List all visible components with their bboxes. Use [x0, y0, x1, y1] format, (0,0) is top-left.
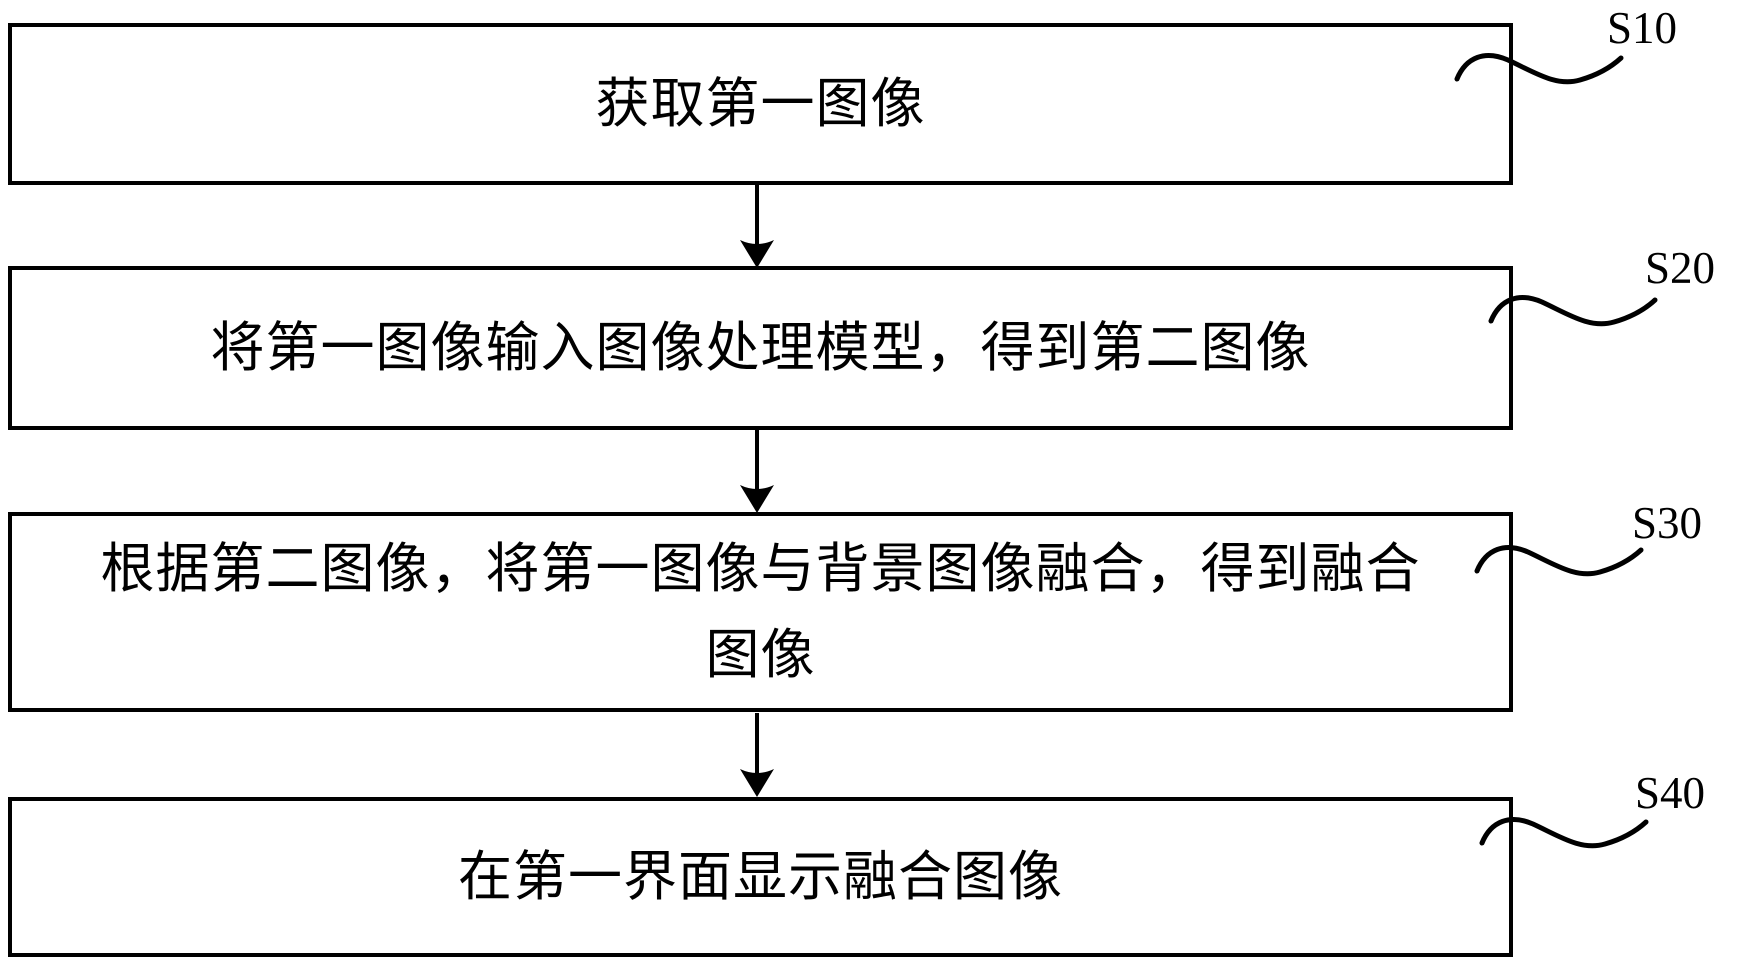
flow-arrow-down-2: [740, 429, 774, 513]
step-text-s30: 根据第二图像，将第一图像与背景图像融合，得到融合 图像: [101, 526, 1421, 699]
step-text-s20: 将第一图像输入图像处理模型，得到第二图像: [211, 305, 1311, 391]
step-text-s10: 获取第一图像: [596, 61, 926, 147]
squiggle-connector-s20: [1488, 295, 1658, 327]
squiggle-connector-s10: [1454, 53, 1624, 85]
step-text-line: 图像: [705, 625, 816, 685]
squiggle-connector-s40: [1479, 817, 1649, 849]
step-text-line: 获取第一图像: [595, 73, 926, 134]
step-label-s20: S20: [1645, 243, 1716, 293]
step-text-line: 将第一图像输入图像处理模型，得到第二图像: [210, 317, 1311, 378]
step-box-s20: 将第一图像输入图像处理模型，得到第二图像: [8, 266, 1513, 430]
step-text-line: 根据第二图像，将第一图像与背景图像融合，得到融合: [100, 538, 1421, 599]
flow-arrow-down-1: [740, 184, 774, 268]
step-box-s10: 获取第一图像: [8, 23, 1513, 185]
step-box-s40: 在第一界面显示融合图像: [8, 797, 1513, 957]
squiggle-connector-s30: [1474, 545, 1644, 577]
step-box-s30: 根据第二图像，将第一图像与背景图像融合，得到融合 图像: [8, 512, 1513, 712]
step-text-line: 在第一界面显示融合图像: [458, 846, 1063, 907]
step-label-s10: S10: [1607, 3, 1678, 53]
step-label-s40: S40: [1635, 768, 1706, 818]
step-label-s30: S30: [1632, 498, 1703, 548]
step-text-s40: 在第一界面显示融合图像: [458, 834, 1063, 920]
flow-arrow-down-3: [740, 713, 774, 797]
